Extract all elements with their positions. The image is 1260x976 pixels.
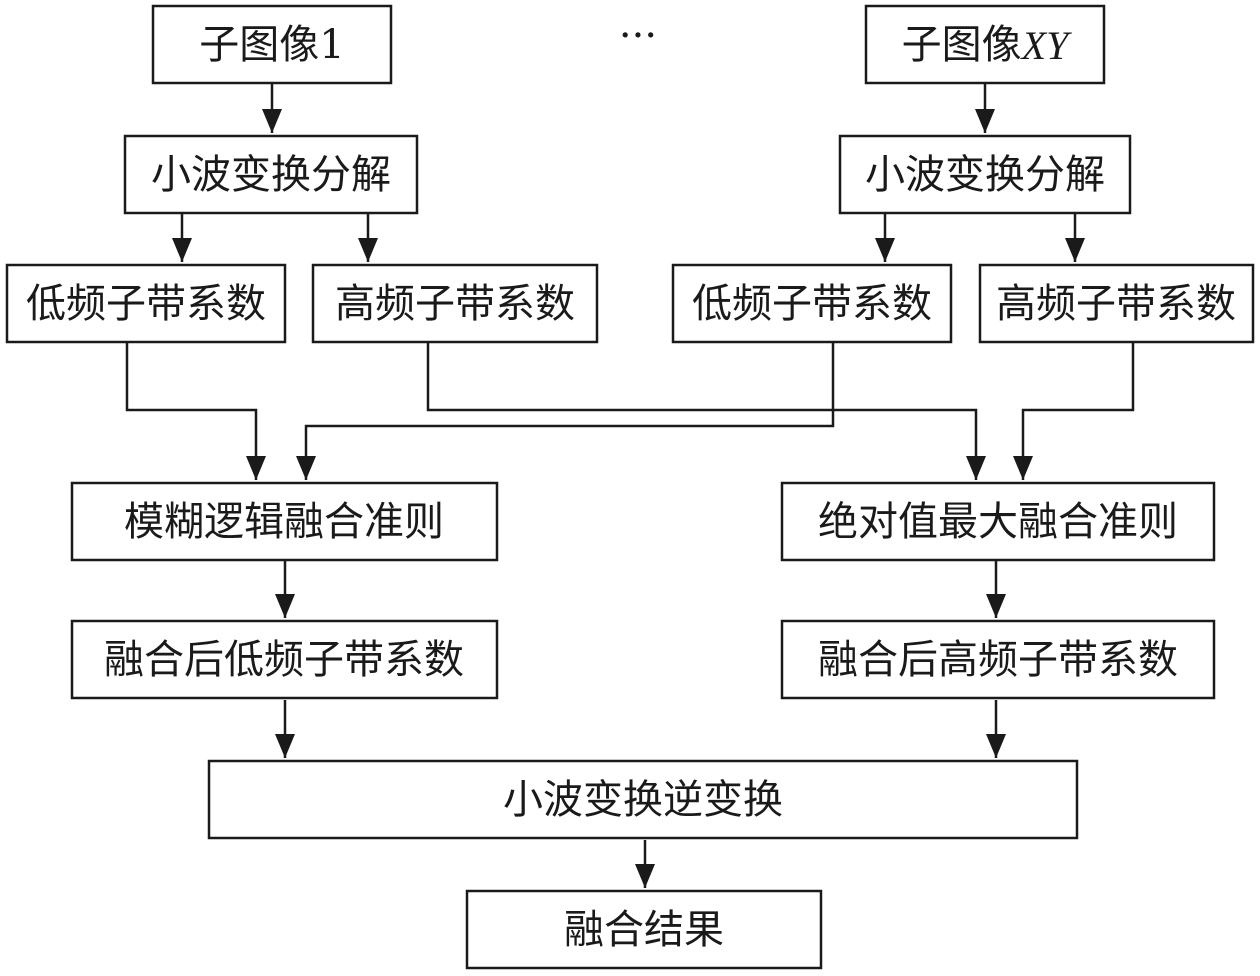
edge-low-left-to-fuzzy — [125, 342, 266, 480]
node-fused-high: 融合后高频子带系数 — [780, 619, 1216, 700]
node-sub-image-1-label: 子图像1 — [199, 22, 344, 68]
node-low-left: 低频子带系数 — [5, 263, 287, 344]
node-dwt-left: 小波变换分解 — [123, 134, 419, 215]
node-fused-high-label: 融合后高频子带系数 — [818, 637, 1178, 683]
edge-low-right-to-fuzzy — [296, 342, 835, 480]
node-low-left-label: 低频子带系数 — [26, 281, 266, 327]
node-low-right-label: 低频子带系数 — [692, 281, 932, 327]
node-dwt-left-label: 小波变换分解 — [151, 152, 391, 198]
node-high-right-label: 高频子带系数 — [996, 281, 1236, 327]
node-absmax-rule: 绝对值最大融合准则 — [780, 481, 1216, 562]
node-sub-image-xy-prefix: 子图像 — [902, 22, 1022, 68]
node-idwt: 小波变换逆变换 — [207, 759, 1079, 840]
node-absmax-rule-label: 绝对值最大融合准则 — [818, 499, 1178, 545]
node-result: 融合结果 — [465, 889, 823, 970]
node-sub-image-1: 子图像1 — [151, 4, 393, 85]
node-fuzzy-rule-label: 模糊逻辑融合准则 — [124, 499, 444, 545]
node-sub-image-xy-var: XY — [1020, 23, 1072, 68]
node-low-right: 低频子带系数 — [671, 263, 953, 344]
node-fused-low-label: 融合后低频子带系数 — [104, 637, 464, 683]
node-fuzzy-rule: 模糊逻辑融合准则 — [70, 481, 499, 562]
node-idwt-label: 小波变换逆变换 — [503, 777, 783, 823]
node-dwt-right: 小波变换分解 — [838, 134, 1132, 215]
edges — [125, 83, 1135, 888]
ellipsis-more-images: ··· — [619, 13, 657, 59]
node-sub-image-xy-label: 子图像XY — [902, 22, 1072, 68]
node-high-right: 高频子带系数 — [978, 263, 1255, 344]
node-result-label: 融合结果 — [564, 907, 724, 953]
node-high-left: 高频子带系数 — [311, 263, 599, 344]
edge-high-right-to-absmax — [1013, 342, 1135, 480]
node-dwt-right-label: 小波变换分解 — [865, 152, 1105, 198]
edge-high-left-to-absmax — [426, 342, 986, 480]
node-fused-low: 融合后低频子带系数 — [70, 619, 499, 700]
node-sub-image-xy: 子图像XY — [864, 4, 1106, 85]
node-high-left-label: 高频子带系数 — [335, 281, 575, 327]
